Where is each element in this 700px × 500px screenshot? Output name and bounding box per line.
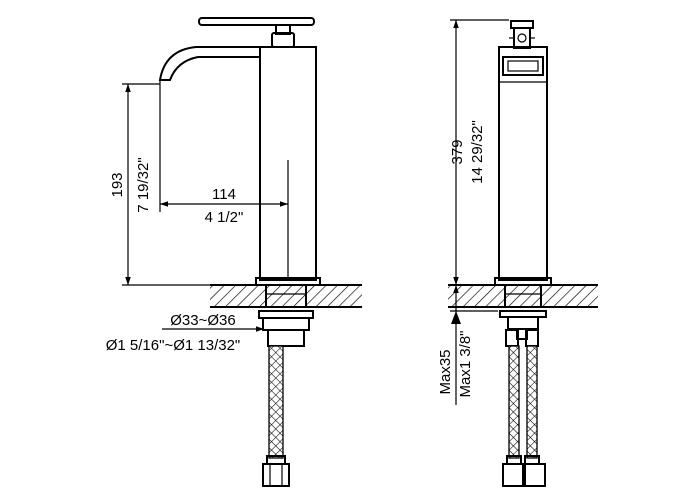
total-height-mm-label: 379 — [449, 139, 466, 164]
hole-diameter-callout: Ø33~Ø36 Ø1 5/16"~Ø1 13/32" — [106, 312, 264, 354]
deck-max-in-label: Max1 3/8" — [457, 330, 474, 397]
supply-hoses-front — [502, 345, 546, 487]
hole-mm-label: Ø33~Ø36 — [170, 312, 235, 329]
faucet-body-side — [158, 17, 321, 286]
height-in-label: 7 19/32" — [135, 157, 152, 212]
front-view: 379 14 29/32" Max35 Max1 3/8" — [437, 19, 598, 487]
height-mm-label: 193 — [109, 172, 126, 197]
reach-mm-label: 114 — [212, 186, 236, 203]
hole-in-label: Ø1 5/16"~Ø1 13/32" — [106, 337, 241, 354]
side-view: 193 7 19/32" 114 4 1/2" Ø33~Ø36 Ø1 5/16"… — [106, 17, 362, 487]
faucet-body-front — [494, 20, 552, 286]
shank-front — [499, 284, 547, 347]
height-dimension-side: 193 7 19/32" — [109, 83, 256, 286]
height-dimension-front: 379 14 29/32" — [449, 19, 509, 286]
deck-max-mm-label: Max35 — [437, 349, 454, 394]
total-height-in-label: 14 29/32" — [469, 120, 486, 184]
shank-side — [258, 284, 314, 347]
countertop-right — [448, 284, 598, 308]
reach-dimension-side: 114 4 1/2" — [159, 80, 288, 226]
supply-hose-side — [262, 345, 290, 487]
deck-thickness-dimension: Max35 Max1 3/8" — [437, 285, 498, 405]
reach-in-label: 4 1/2" — [205, 209, 244, 226]
countertop-left — [210, 284, 362, 308]
